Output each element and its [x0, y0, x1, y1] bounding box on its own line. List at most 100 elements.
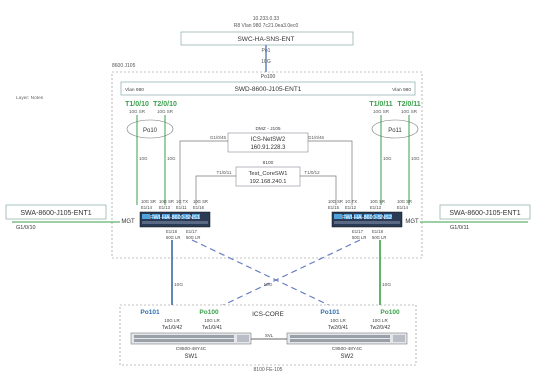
sns1-b1s: 50G LR: [166, 235, 180, 240]
sns1-p3b: E1/11: [176, 205, 187, 210]
sw1-name: SW1: [184, 354, 198, 360]
core-title: ICS-CORE: [252, 311, 284, 318]
sns1-p4b: E1/16: [193, 205, 205, 210]
side-left-name: SWA-8600-J105-ENT1: [20, 210, 91, 217]
po10-label: Po10: [143, 128, 158, 134]
vlan-left: Vlan 980: [125, 87, 144, 93]
sw2-name: SW2: [340, 354, 354, 360]
side-right-box[interactable]: [439, 204, 531, 220]
core-left-port: T1/0/11: [217, 170, 232, 175]
sns1-p2b: E1/13: [159, 205, 171, 210]
swd-header-name: SWD-8600-J105-ENT1: [235, 86, 302, 93]
sns2-p2: 1G TX: [345, 199, 357, 204]
port-t1-0-10-sr: 10G SR: [129, 109, 146, 114]
sns2-label: FWI-HA-8600-SNS2: [342, 215, 392, 221]
po101-left: Po101: [140, 309, 160, 316]
port-t2-0-10: T2/0/10: [153, 101, 177, 108]
po100-right: Po100: [380, 309, 400, 316]
sns1-label: FWI-HA-8600-SNS1: [150, 215, 200, 221]
sns1-b2: E1/17: [186, 229, 198, 234]
sns2-p4: 10G SR: [397, 199, 412, 204]
sns2-b1s: 50G LR: [352, 235, 366, 240]
port-t1-0-11-sr: 10G SR: [373, 109, 390, 114]
test-coresw1-box[interactable]: [235, 166, 301, 187]
core-left-link: [195, 175, 236, 205]
sns2-b2s: 50G LR: [372, 235, 386, 240]
sns2-p3b: E1/13: [370, 205, 382, 210]
top-switch-name: SWC-HA-SNS-ENT: [237, 36, 294, 43]
vlan-right: Vlan 980: [392, 87, 411, 93]
ics-left-link: [179, 140, 228, 205]
core-lr1: 10G LR: [164, 318, 180, 323]
sns1-p4: 10G SR: [193, 199, 208, 204]
main-location: 8600 J105: [112, 63, 136, 69]
layer-label: Layer: Notes: [16, 95, 44, 101]
sns2-device[interactable]: [331, 211, 403, 228]
ics-netsw2-ip: 160.91.228.3: [250, 145, 286, 151]
test-coresw1-name: Test_CoreSW1: [249, 171, 288, 177]
core-location-bottom: 8100 FE-105: [254, 367, 283, 373]
sns2-p1: 10G SR: [328, 199, 343, 204]
sns1-b1: E1/18: [166, 229, 178, 234]
core-lr4: 10G LR: [372, 318, 388, 323]
po11-ellipse: [371, 119, 419, 139]
sw1-device[interactable]: [130, 332, 252, 345]
po100-left: Po100: [199, 309, 219, 316]
po10-ellipse: [126, 119, 174, 139]
mid-left-speed: 10G: [174, 282, 183, 288]
side-left-port: G1/0/10: [16, 225, 36, 231]
core-lr3: 10G LR: [330, 318, 346, 323]
dmz-label: DMZ - J105: [255, 126, 280, 132]
sns1-mgt: MGT: [121, 219, 135, 225]
side-right-name: SWA-8600-J105-ENT1: [449, 210, 520, 217]
sns2-mgt: MGT: [405, 219, 419, 225]
sns1-b2s: 50G LR: [186, 235, 200, 240]
left-speed-a: 10G: [139, 156, 148, 161]
core-tw1: Tw1/0/42: [162, 325, 183, 331]
right-speed-b: 10G: [411, 156, 420, 161]
port-t2-0-10-sr: 10G SR: [157, 109, 174, 114]
top-link-speed: 10G: [261, 59, 271, 65]
sw1-model: C9500-48Y4C: [176, 346, 207, 352]
port-t2-0-11: T2/0/11: [397, 101, 420, 108]
core-tw4: Tw2/0/42: [370, 325, 391, 331]
sns1-p2: 10G SR: [159, 199, 174, 204]
top-switch-box[interactable]: [180, 31, 354, 46]
mid-right-speed: 10G: [382, 282, 391, 288]
core-lr2: 10G LR: [204, 318, 220, 323]
test-coresw1-ip: 192.168.240.1: [249, 179, 286, 185]
port-t1-0-11: T1/0/11: [369, 101, 392, 108]
top-addr-line1: 10.233.0.33: [253, 16, 280, 22]
ics-right-link: [308, 140, 353, 205]
ics-left-port: G1/0/45: [210, 135, 227, 140]
sns2-b1: E1/17: [352, 229, 364, 234]
top-addr-line2: R8 Vlan 980 7c21.0ea3.0ec0: [234, 23, 299, 29]
sns2-p2b: E1/12: [345, 205, 357, 210]
ics-netsw2-name: ICS-NetSW2: [251, 137, 286, 143]
side-left-box[interactable]: [5, 204, 107, 220]
core-right-port: T1/0/12: [304, 170, 320, 175]
swd-header-box[interactable]: [120, 81, 416, 96]
sns1-p3: 1G TX: [176, 199, 188, 204]
sw2-model: C9500-48Y4C: [332, 346, 363, 352]
po11-label: Po11: [388, 128, 402, 134]
svl-label: SVL: [265, 333, 274, 338]
core-tw2: Tw1/0/41: [202, 325, 223, 331]
sns2-p4b: E1/14: [397, 205, 409, 210]
port-t2-0-11-sr: 10G SR: [401, 109, 418, 114]
port-t1-0-10: T1/0/10: [125, 101, 149, 108]
sns2-p1b: E1/15: [328, 205, 340, 210]
ics-right-port: G1/0/46: [308, 135, 325, 140]
po101-right: Po101: [320, 309, 340, 316]
sns2-b2: E1/18: [372, 229, 384, 234]
sns2-p3: 10G SR: [370, 199, 385, 204]
sns1-device[interactable]: [139, 211, 211, 228]
sw2-device[interactable]: [286, 332, 408, 345]
ics-netsw2-box[interactable]: [227, 132, 309, 153]
core-location: 8100: [263, 160, 274, 166]
core-right-link: [300, 175, 337, 205]
sns1-p1: 10G SR: [141, 199, 156, 204]
mid-center-speed: 10G: [263, 282, 272, 288]
sns1-p1b: E1/14: [141, 205, 153, 210]
